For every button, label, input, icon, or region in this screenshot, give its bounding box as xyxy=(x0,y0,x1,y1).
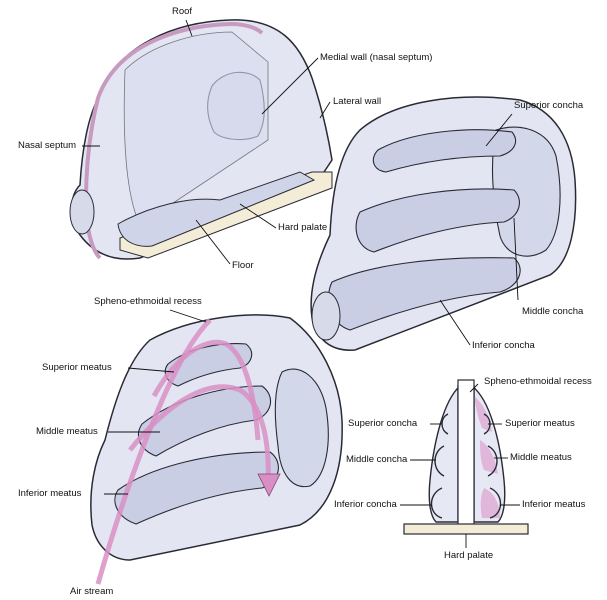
leader-middle-concha xyxy=(513,217,519,301)
label-nasal-septum: Nasal septum xyxy=(18,140,77,151)
label-roof: Roof xyxy=(172,6,193,17)
leader-hard-palate xyxy=(239,203,277,229)
medial-wall-surface xyxy=(123,31,269,226)
label-superior-meatus: Superior meatus xyxy=(42,362,112,373)
air-stream-middle xyxy=(128,384,271,487)
nasal-septum-rim xyxy=(96,21,264,99)
label-medial-wall: Medial wall (nasal septum) xyxy=(320,52,433,63)
label-inferior-meatus: Inferior meatus xyxy=(18,488,82,499)
label-superior-concha: Superior concha xyxy=(514,100,584,111)
leader-roof xyxy=(185,19,193,37)
label-floor: Floor xyxy=(232,260,254,271)
label-lateral-wall: Lateral wall xyxy=(333,96,382,107)
left-middle-concha-section xyxy=(434,445,445,477)
panel-conchae xyxy=(310,96,577,351)
panel-coronal-section xyxy=(403,379,529,535)
label-middle-meatus-sec: Middle meatus xyxy=(510,452,572,463)
right-inferior-concha-section xyxy=(489,487,502,519)
leader-superior-meatus xyxy=(127,367,175,373)
right-meatus-shading-middle xyxy=(480,440,498,474)
label-hard-palate-sec: Hard palate xyxy=(444,550,494,561)
leader-superior-concha xyxy=(485,113,513,147)
leader-medial-wall xyxy=(261,57,319,115)
inferior-concha-lower xyxy=(114,451,279,525)
superior-concha xyxy=(372,129,517,173)
left-cavity xyxy=(428,385,462,523)
label-middle-meatus: Middle meatus xyxy=(36,426,98,437)
right-middle-concha-section xyxy=(487,445,498,477)
right-meatus-shading-upper xyxy=(474,396,492,432)
label-inferior-meatus-sec: Inferior meatus xyxy=(522,499,586,510)
label-spheno-recess-right: Spheno-ethmoidal recess xyxy=(484,376,592,387)
nostril-opening xyxy=(69,189,95,235)
label-superior-meatus-sec: Superior meatus xyxy=(505,418,575,429)
label-inferior-concha: Inferior concha xyxy=(472,340,535,351)
inferior-concha xyxy=(328,257,521,331)
air-stream-arrowhead xyxy=(257,473,281,497)
panel-walls xyxy=(69,19,333,260)
right-meatus-shading-inferior xyxy=(480,488,500,518)
air-stream-main xyxy=(95,318,212,585)
anterior-opening xyxy=(311,291,341,341)
label-inferior-concha-sec: Inferior concha xyxy=(334,499,397,510)
air-stream-upper xyxy=(151,339,261,441)
leader-lateral-wall xyxy=(319,101,331,119)
leader-inferior-concha xyxy=(439,299,471,346)
leader-spheno-recess-left xyxy=(169,309,207,323)
label-superior-concha-sec: Superior concha xyxy=(348,418,418,429)
label-air-stream: Air stream xyxy=(70,586,114,597)
leader-lines xyxy=(82,19,520,548)
posterior-choana-lower xyxy=(274,368,329,488)
nasal-septum-section xyxy=(457,379,475,527)
leader-floor xyxy=(195,219,231,265)
label-middle-concha-sec: Middle concha xyxy=(346,454,408,465)
leader-spheno-recess-right xyxy=(469,383,479,393)
label-spheno-recess-left: Spheno-ethmoidal recess xyxy=(94,296,202,307)
label-hard-palate: Hard palate xyxy=(278,222,328,233)
panel-meatuses xyxy=(90,314,343,585)
hard-palate-section xyxy=(403,523,529,535)
middle-concha xyxy=(355,188,520,253)
label-middle-concha: Middle concha xyxy=(522,306,584,317)
left-inferior-concha-section xyxy=(430,487,443,519)
nasal-floor xyxy=(117,171,316,247)
